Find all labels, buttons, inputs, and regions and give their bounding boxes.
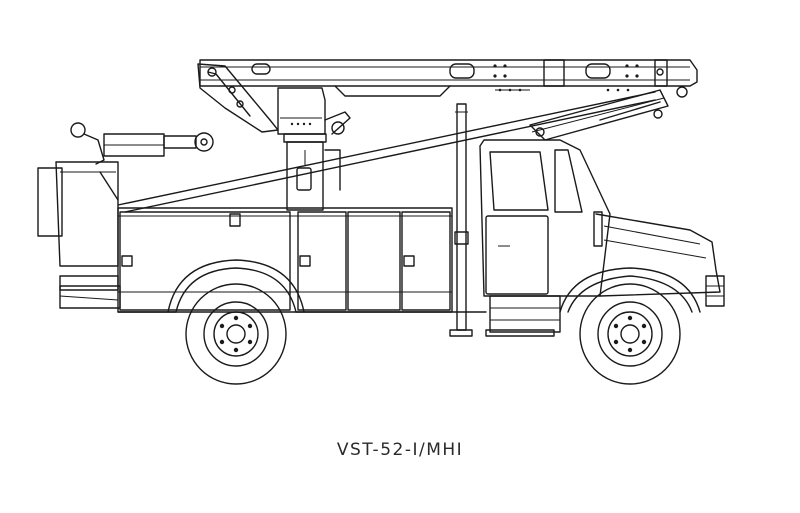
- model-caption: VST-52-I/MHI: [336, 440, 464, 460]
- cab: [479, 139, 725, 337]
- upper-boom: [199, 59, 698, 98]
- front-wheel: [579, 283, 681, 385]
- boom-knuckle: [197, 63, 279, 133]
- center-mast: [449, 103, 473, 337]
- jib-arm: [70, 122, 214, 165]
- rear-wheel: [185, 283, 287, 385]
- utility-body: [59, 207, 453, 313]
- turret: [277, 87, 351, 211]
- bucket: [37, 161, 119, 301]
- lower-boom: [117, 89, 669, 213]
